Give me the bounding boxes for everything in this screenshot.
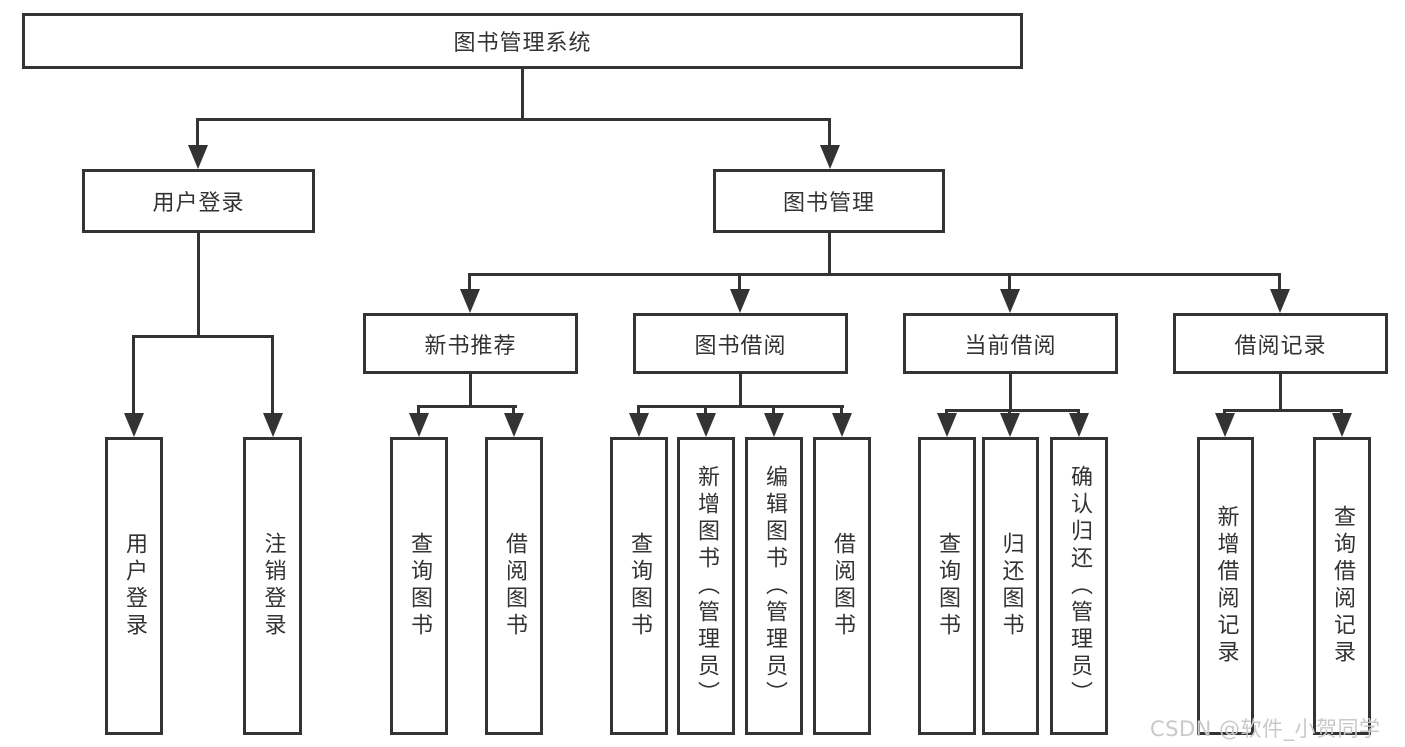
down-arrow bbox=[132, 335, 135, 413]
leaf-bb-edit-books-admin: 编辑图书（管理员） bbox=[745, 437, 803, 735]
leaf-nb-query-books: 查询图书 bbox=[390, 437, 448, 735]
leaf-label: 注销登录 bbox=[260, 532, 286, 640]
node-user-login: 用户登录 bbox=[82, 169, 315, 233]
leaf-br-add-record: 新增借阅记录 bbox=[1197, 437, 1254, 735]
leaf-user-login: 用户登录 bbox=[105, 437, 163, 735]
node-borrowing-records: 借阅记录 bbox=[1173, 313, 1388, 374]
connector-line bbox=[521, 69, 524, 121]
node-new-book-recommend: 新书推荐 bbox=[363, 313, 578, 374]
down-arrow bbox=[840, 405, 843, 413]
leaf-label: 确认归还（管理员） bbox=[1067, 464, 1092, 708]
leaf-bb-query-books: 查询图书 bbox=[610, 437, 668, 735]
down-arrow bbox=[1077, 409, 1080, 413]
down-arrow bbox=[637, 405, 640, 413]
connector-line bbox=[945, 409, 1080, 412]
connector-line bbox=[739, 373, 742, 408]
connector-line bbox=[468, 273, 1281, 276]
leaf-label: 用户登录 bbox=[122, 532, 147, 640]
leaf-logout: 注销登录 bbox=[243, 437, 302, 735]
down-arrow bbox=[1223, 409, 1226, 413]
down-arrow bbox=[1278, 273, 1281, 289]
connector-line bbox=[1009, 373, 1012, 412]
leaf-label: 查询图书 bbox=[627, 532, 652, 640]
down-arrow bbox=[196, 118, 199, 145]
node-book-borrowing: 图书借阅 bbox=[633, 313, 848, 374]
leaf-label: 查询图书 bbox=[407, 532, 432, 640]
down-arrow bbox=[1008, 273, 1011, 289]
connector-line bbox=[196, 118, 831, 121]
down-arrow bbox=[271, 335, 274, 413]
down-arrow bbox=[512, 405, 515, 413]
leaf-bb-borrow-books: 借阅图书 bbox=[813, 437, 871, 735]
down-arrow bbox=[468, 273, 471, 289]
leaf-cb-query-books: 查询图书 bbox=[918, 437, 976, 735]
leaf-label: 新增借阅记录 bbox=[1213, 505, 1239, 667]
leaf-label: 新增图书（管理员） bbox=[694, 464, 719, 708]
down-arrow bbox=[945, 409, 948, 413]
leaf-cb-confirm-return-admin: 确认归还（管理员） bbox=[1050, 437, 1108, 735]
leaf-br-query-record: 查询借阅记录 bbox=[1313, 437, 1371, 735]
connector-line bbox=[469, 373, 472, 408]
node-library-system: 图书管理系统 bbox=[22, 13, 1023, 69]
node-book-management: 图书管理 bbox=[713, 169, 945, 233]
leaf-cb-return-books: 归还图书 bbox=[982, 437, 1039, 735]
csdn-watermark: CSDN @软件_小贺同学 bbox=[1150, 717, 1381, 741]
leaf-nb-borrow-books: 借阅图书 bbox=[485, 437, 543, 735]
leaf-label: 归还图书 bbox=[998, 532, 1024, 640]
down-arrow bbox=[772, 405, 775, 413]
leaf-label: 借阅图书 bbox=[830, 532, 855, 640]
connector-line bbox=[637, 405, 844, 408]
down-arrow bbox=[828, 118, 831, 145]
down-arrow bbox=[1340, 409, 1343, 413]
down-arrow bbox=[417, 405, 420, 413]
connector-line bbox=[132, 335, 274, 338]
connector-line bbox=[828, 233, 831, 276]
down-arrow bbox=[704, 405, 707, 413]
connector-line bbox=[1224, 409, 1343, 412]
leaf-label: 查询图书 bbox=[935, 532, 960, 640]
connector-line bbox=[197, 233, 200, 338]
node-current-borrowing: 当前借阅 bbox=[903, 313, 1118, 374]
down-arrow bbox=[1008, 409, 1011, 413]
leaf-label: 借阅图书 bbox=[502, 532, 527, 640]
connector-line bbox=[1279, 373, 1282, 412]
connector-line bbox=[417, 405, 517, 408]
down-arrow bbox=[738, 273, 741, 289]
leaf-bb-add-books-admin: 新增图书（管理员） bbox=[677, 437, 735, 735]
leaf-label: 查询借阅记录 bbox=[1330, 505, 1355, 667]
leaf-label: 编辑图书（管理员） bbox=[762, 464, 787, 708]
